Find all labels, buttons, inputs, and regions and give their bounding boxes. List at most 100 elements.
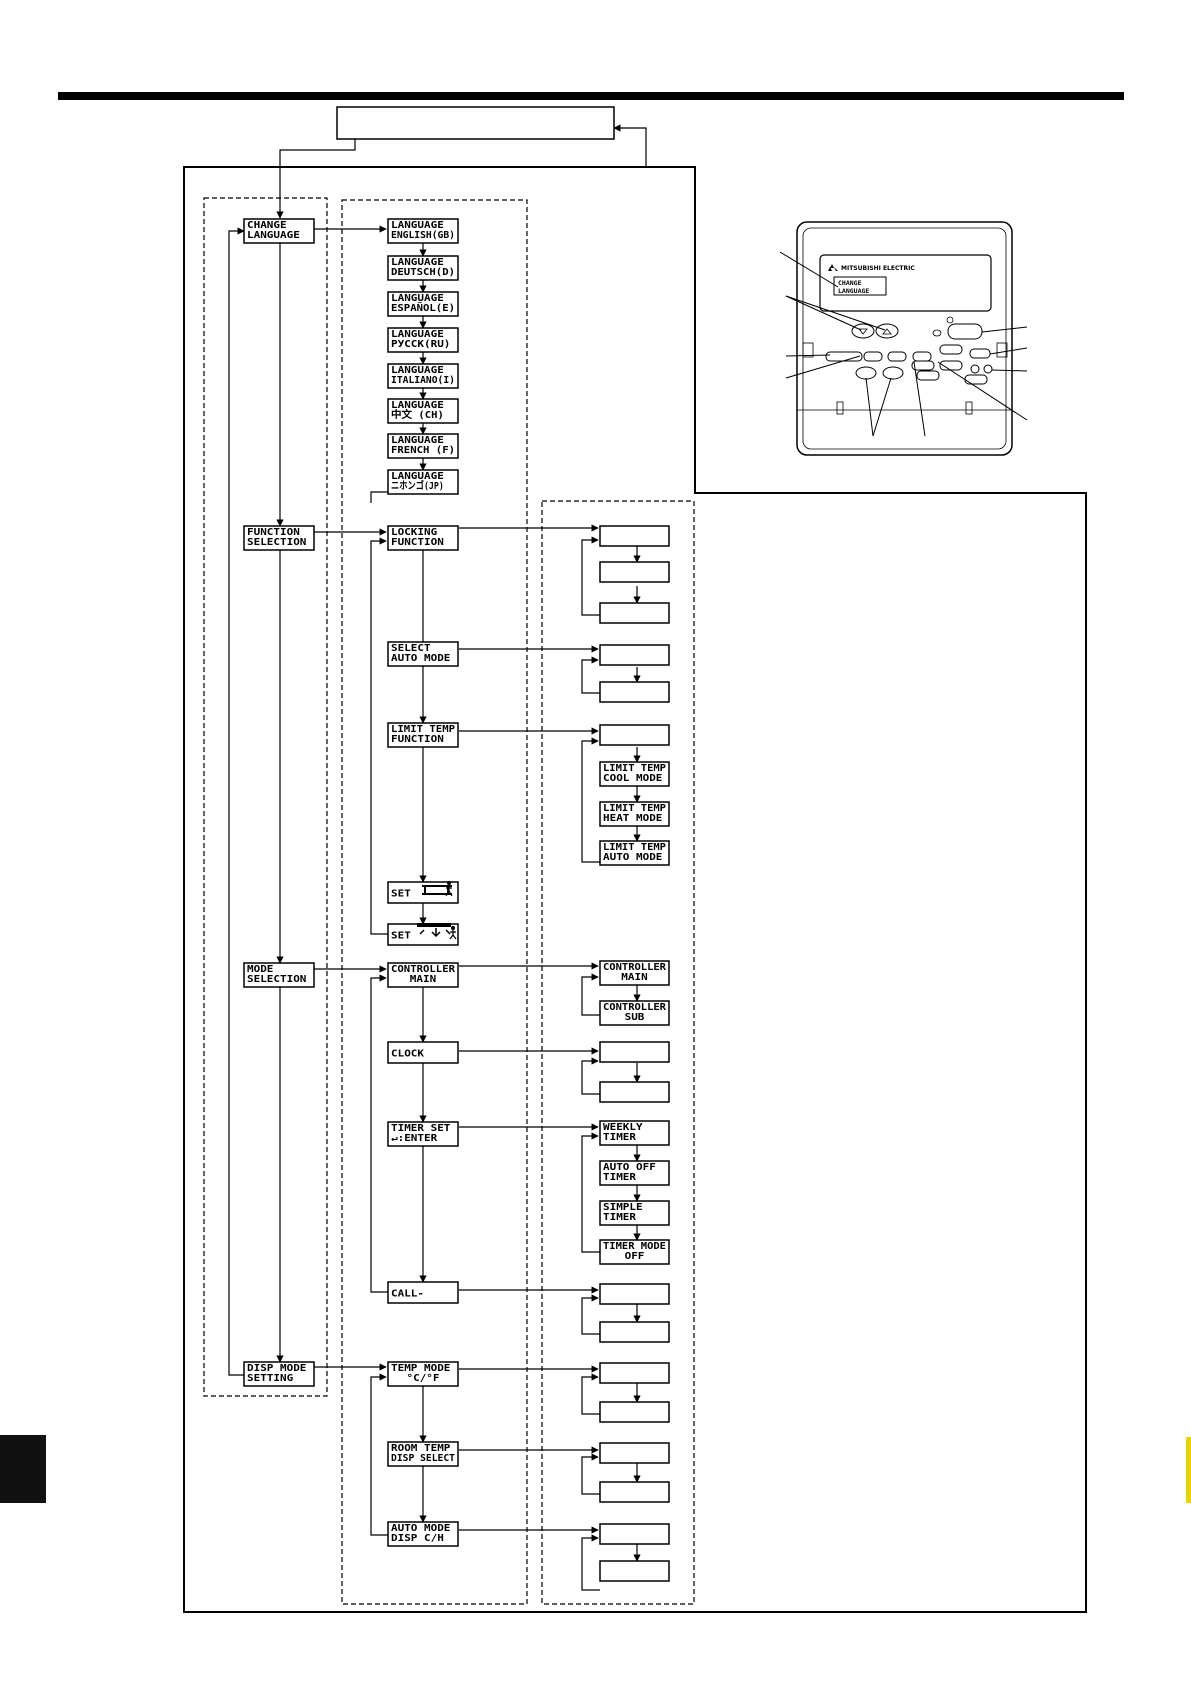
timer-down-button[interactable] <box>855 366 877 380</box>
option-timer-4-line-1: TIMER MODE <box>603 1241 666 1252</box>
option-blank-box-15 <box>599 1523 670 1545</box>
option-blank-box-2 <box>599 561 670 583</box>
option-blank-box-1 <box>599 525 670 547</box>
language-box-5-line-2: ITALIANO(I) <box>391 375 455 386</box>
option-limit-3-line-1: LIMIT TEMP <box>603 842 666 853</box>
option-blank-box-13 <box>599 1442 670 1464</box>
mode-timer-line-2: ↵:ENTER <box>391 1133 438 1144</box>
mode-clock-line-1: CLOCK <box>391 1049 424 1060</box>
remote-brand: MITSUBISHI ELECTRIC <box>841 265 915 272</box>
option-controller-1-line-1: CONTROLLER <box>603 962 667 973</box>
function-loop-return <box>370 537 388 935</box>
function-limit-line-1: LIMIT TEMP <box>391 724 455 735</box>
timer-up-button[interactable] <box>882 366 904 380</box>
function-auto-line-2: AUTO MODE <box>391 653 450 664</box>
enter-button[interactable] <box>863 351 883 362</box>
disp-loop-return <box>370 1373 388 1536</box>
mode-call-line-1: CALL- <box>391 1289 424 1300</box>
option-limit-1-line-2: COOL MODE <box>603 773 662 784</box>
language-box-3-line-1: LANGUAGE <box>391 293 444 304</box>
function-locking-line-2: FUNCTION <box>391 537 444 548</box>
option-timer-2-line-2: TIMER <box>603 1172 637 1183</box>
option-timer-3-line-2: TIMER <box>603 1212 637 1223</box>
temp-down-button[interactable] <box>851 323 875 339</box>
language-box-8-line-2: ニホンゴ(JP) <box>391 479 444 492</box>
function-set2-line-1: SET <box>391 931 411 942</box>
language-box-3-line-2: ESPAÑOL(E) <box>391 301 455 314</box>
main-change-language-line-1: CHANGE <box>247 220 287 231</box>
language-box-7-line-1: LANGUAGE <box>391 435 444 446</box>
mode-controller-line-2: MAIN <box>410 974 436 985</box>
temp-up-button[interactable] <box>875 323 899 339</box>
language-box-8-line-1: LANGUAGE <box>391 471 444 482</box>
disp-roomtemp-line-1: ROOM TEMP <box>391 1443 450 1454</box>
options-group <box>541 500 695 1605</box>
option-blank-box-8 <box>599 1081 670 1103</box>
disp-automode-line-2: DISP C/H <box>391 1533 444 1544</box>
on-off-button[interactable] <box>947 323 983 340</box>
set-icon-2 <box>417 923 457 940</box>
language-box-1-line-1: LANGUAGE <box>391 220 444 231</box>
mode-loop-return <box>370 974 388 1293</box>
option-blank-box-14 <box>599 1481 670 1503</box>
language-box-6-line-1: LANGUAGE <box>391 400 444 411</box>
main-menu-group <box>203 197 328 1397</box>
disp-tempmode: TEMP MODE°C/°F <box>387 1361 459 1387</box>
mitsubishi-logo-icon <box>828 264 838 271</box>
language-box-4-line-1: LANGUAGE <box>391 329 444 340</box>
section-tab <box>0 1435 46 1503</box>
function-set2: SET <box>387 923 459 946</box>
option-blank-box-11 <box>599 1362 670 1384</box>
remote-display-line-2: LANGUAGE <box>838 287 869 295</box>
mode-controller-line-1: CONTROLLER <box>391 964 456 975</box>
main-mode-selection-line-2: SELECTION <box>247 974 306 985</box>
page-edge-mark <box>1186 1437 1191 1503</box>
option-limit-1-line-1: LIMIT TEMP <box>603 763 666 774</box>
language-box-7-line-2: FRENCH (F) <box>391 445 455 456</box>
option-timer-1-line-2: TIMER <box>603 1132 637 1143</box>
return-to-top-line <box>613 124 647 167</box>
remote-display-line-1: CHANGE <box>838 279 862 287</box>
top-to-menu-line <box>276 139 356 219</box>
outer-frame <box>183 166 1087 1613</box>
remote-controller: MITSUBISHI ELECTRIC CHANGE LANGUAGE <box>779 221 1028 456</box>
option-blank-box-9 <box>599 1283 670 1305</box>
option-limit-2-line-2: HEAT MODE <box>603 813 662 824</box>
disp-roomtemp-line-2: DISP SELECT <box>391 1453 455 1464</box>
mode-timer: TIMER SET↵:ENTER <box>387 1121 459 1147</box>
submenu-group <box>341 199 528 1605</box>
mode-button[interactable] <box>887 351 907 362</box>
function-set1-line-1: SET <box>391 889 411 900</box>
fan-button[interactable] <box>912 351 932 362</box>
language-box-5-line-1: LANGUAGE <box>391 365 444 376</box>
main-function-selection-line-2: SELECTION <box>247 537 306 548</box>
mode-timer-line-1: TIMER SET <box>391 1123 450 1134</box>
disp-automode-line-1: AUTO MODE <box>391 1523 450 1534</box>
main-disp-mode-setting-line-1: DISP MODE <box>247 1363 306 1374</box>
mode-call: CALL- <box>387 1281 459 1304</box>
main-function-selection-line-1: FUNCTION <box>247 527 300 538</box>
option-timer-2-line-1: AUTO OFF <box>603 1162 656 1173</box>
main-loop-return <box>228 227 245 1376</box>
